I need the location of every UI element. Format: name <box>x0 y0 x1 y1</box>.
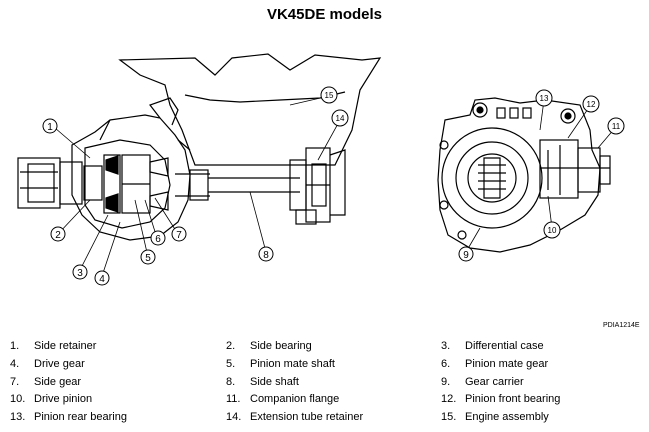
front-final-drive-diagram: 1 2 3 4 5 6 7 8 9 10 11 12 13 14 15 <box>17 53 625 286</box>
svg-text:5: 5 <box>145 253 151 264</box>
figure-code: PDIA1214E <box>603 322 640 329</box>
svg-text:6: 6 <box>155 234 161 245</box>
engine-block-outline <box>118 53 382 166</box>
callout-9: 9 <box>458 246 474 262</box>
callout-10: 10 <box>543 221 561 239</box>
svg-text:3: 3 <box>77 268 83 279</box>
right-gear-carrier-view <box>437 97 611 253</box>
side-shaft <box>175 173 300 197</box>
page-title: VK45DE models <box>266 6 383 23</box>
callout-11: 11 <box>607 117 625 135</box>
svg-text:15: 15 <box>325 91 334 100</box>
svg-text:8: 8 <box>263 250 269 261</box>
parts-legend: 1.Side retainer 2.Side bearing 3.Differe… <box>10 340 561 423</box>
callout-14: 14 <box>331 109 349 127</box>
callout-markers: 1 2 3 4 5 6 7 8 9 10 11 12 13 14 15 <box>42 86 625 286</box>
svg-text:10: 10 <box>548 226 557 235</box>
callout-1: 1 <box>42 118 58 134</box>
extension-tube-retainer <box>289 147 346 225</box>
left-differential-housing <box>17 97 209 241</box>
svg-text:11: 11 <box>612 122 621 131</box>
svg-text:9: 9 <box>463 250 469 261</box>
svg-text:1: 1 <box>47 122 53 133</box>
callout-4: 4 <box>94 270 110 286</box>
callout-7: 7 <box>171 226 187 242</box>
callout-8: 8 <box>258 246 274 262</box>
callout-13: 13 <box>535 89 553 107</box>
svg-text:4: 4 <box>99 274 105 285</box>
svg-text:7: 7 <box>176 230 182 241</box>
callout-3: 3 <box>72 264 88 280</box>
svg-text:12: 12 <box>587 100 596 109</box>
callout-2: 2 <box>50 226 66 242</box>
callout-12: 12 <box>582 95 600 113</box>
callout-6: 6 <box>150 230 166 246</box>
svg-text:13: 13 <box>540 94 549 103</box>
svg-text:14: 14 <box>336 114 345 123</box>
callout-15: 15 <box>320 86 338 104</box>
callout-5: 5 <box>140 249 156 265</box>
svg-text:2: 2 <box>55 230 61 241</box>
